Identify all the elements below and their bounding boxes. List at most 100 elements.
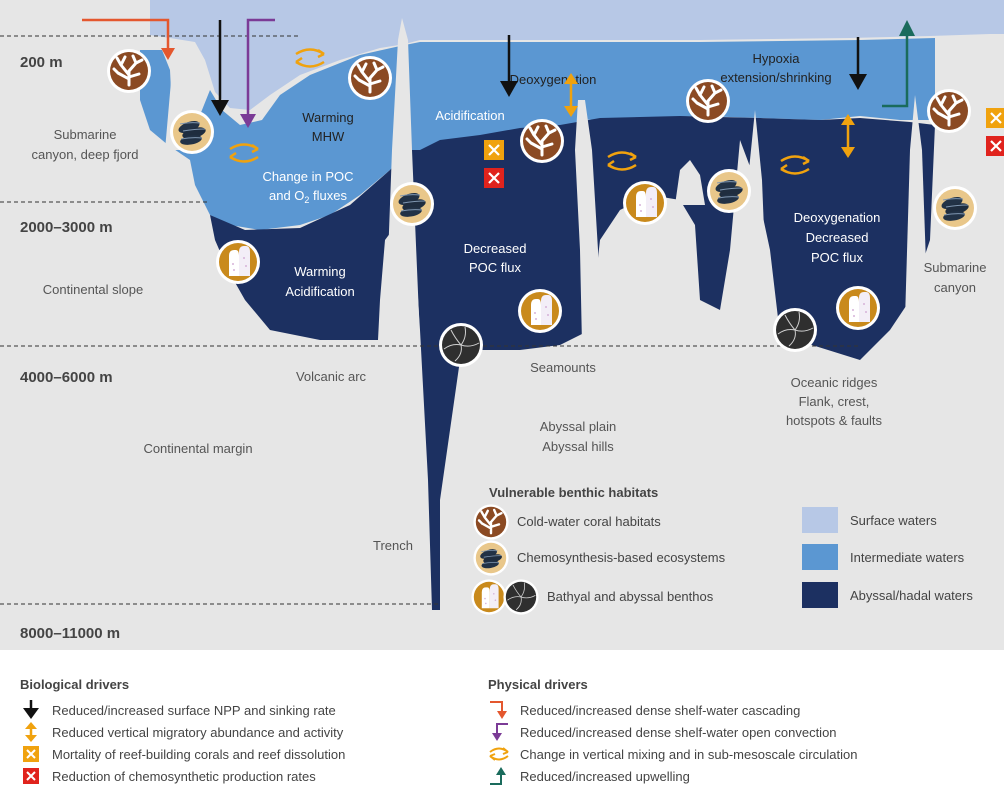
label-volcanic-arc: Volcanic arc: [296, 369, 367, 384]
habitats-legend-title: Vulnerable benthic habitats: [489, 485, 658, 500]
legend-row-cascading: Reduced/increased dense shelf-water casc…: [488, 699, 988, 721]
label-abyssal-hills: Abyssal hills: [542, 439, 614, 454]
label-submarine-canyon-right: Submarine: [924, 260, 987, 275]
label-hypoxia: Hypoxia: [753, 51, 801, 66]
depth-label-200: 200 m: [20, 54, 63, 71]
biological-drivers-title: Biological drivers: [20, 677, 130, 692]
legend-row-coral-mortality: Mortality of reef-building corals and re…: [20, 743, 460, 765]
down-arrow-icon: [23, 700, 39, 719]
npp-arrow-3: [849, 37, 867, 90]
depth-label-2000: 2000–3000 m: [20, 219, 113, 236]
cold-water-coral-icon: [518, 117, 566, 165]
cold-water-coral-icon: [346, 54, 394, 102]
label-flank-crest: Flank, crest,: [799, 394, 870, 409]
seamount-peak: [575, 100, 600, 345]
coral-mortality-marker: [484, 140, 504, 160]
abyssal-waters: [210, 116, 935, 610]
label-deep-fjord: canyon, deep fjord: [32, 147, 139, 162]
legend-convection-label: Reduced/increased dense shelf-water open…: [520, 724, 837, 740]
legend-row-mixing: Change in vertical mixing and in sub-mes…: [488, 743, 988, 765]
legend-mixing-label: Change in vertical mixing and in sub-mes…: [520, 746, 858, 762]
legend-intermediate-label: Intermediate waters: [850, 550, 965, 565]
surface-waters: [150, 0, 1004, 110]
ridge-peak-2: [740, 110, 768, 330]
label-canyon-right: canyon: [934, 280, 976, 295]
legend-urchin-icon: [502, 579, 539, 615]
legend-chemosynthetic-label: Reduction of chemosynthetic production r…: [52, 768, 316, 784]
physical-drivers-legend: Physical drivers Reduced/increased dense…: [488, 655, 988, 787]
label-warming-2: Warming: [294, 264, 346, 279]
drivers-legend: Biological drivers Reduced/increased sur…: [0, 655, 1004, 811]
label-o2-fluxes: and O2 fluxes: [269, 188, 348, 205]
benthos-urchin-icon: [438, 322, 484, 368]
legend-row-convection: Reduced/increased dense shelf-water open…: [488, 721, 988, 743]
label-oceanic-ridges: Oceanic ridges: [791, 375, 878, 390]
label-mhw: MHW: [312, 129, 345, 144]
chemosynthesis-marker: [484, 168, 504, 188]
cold-water-coral-icon: [105, 47, 153, 95]
label-abyssal-plain: Abyssal plain: [540, 419, 617, 434]
legend-upwelling-label: Reduced/increased upwelling: [520, 768, 690, 784]
label-continental-slope: Continental slope: [43, 282, 143, 297]
label-deoxygenation: Deoxygenation: [510, 72, 597, 87]
benthos-sponge-icon: [623, 181, 667, 225]
label-acidification: Acidification: [435, 108, 504, 123]
npp-arrow-1: [211, 20, 229, 116]
label-decreased: Decreased: [464, 241, 527, 256]
coral-mortality-marker-right: [986, 108, 1004, 128]
legend-row-migration: Reduced vertical migratory abundance and…: [20, 721, 460, 743]
benthos-sponge-icon: [518, 289, 562, 333]
label-continental-margin: Continental margin: [143, 441, 252, 456]
double-arrow-icon: [25, 722, 37, 742]
legend-row-chemosynthetic: Reduction of chemosynthetic production r…: [20, 765, 460, 787]
legend-abyssal-swatch: [802, 582, 838, 608]
label-change-poc: Change in POC: [262, 169, 353, 184]
cold-water-coral-icon: [684, 77, 732, 125]
label-hotspots-faults: hotspots & faults: [786, 413, 883, 428]
biological-drivers-legend: Biological drivers Reduced/increased sur…: [20, 655, 460, 787]
chemosynthesis-icon: [389, 181, 435, 227]
legend-row-upwelling: Reduced/increased upwelling: [488, 765, 988, 787]
depth-label-8000: 8000–11000 m: [20, 625, 120, 642]
legend-chemosynthesis-icon: [472, 540, 510, 576]
label-poc-flux-2: POC flux: [811, 250, 864, 265]
label-warming: Warming: [302, 110, 354, 125]
red-x-icon: [23, 768, 39, 784]
label-deoxygenation-2: Deoxygenation: [794, 210, 881, 225]
legend-coral-label: Cold-water coral habitats: [517, 514, 661, 529]
npp-arrow-2: [500, 35, 518, 97]
shelf-cascading-arrow: [82, 18, 175, 60]
legend-chemosynthesis-label: Chemosynthesis-based ecosystems: [517, 550, 726, 565]
chemosynthesis-icon: [932, 185, 978, 231]
open-convection-arrow: [240, 18, 275, 128]
label-seamounts: Seamounts: [530, 360, 596, 375]
label-decreased-2: Decreased: [806, 230, 869, 245]
convection-arrow-icon: [492, 723, 508, 741]
label-submarine-canyon: Submarine: [54, 127, 117, 142]
orange-x-icon: [23, 746, 39, 762]
legend-surface-label: Surface waters: [850, 513, 937, 528]
label-extension-shrinking: extension/shrinking: [720, 70, 831, 85]
mixing-arrows-icon: [489, 747, 509, 761]
cold-water-coral-icon: [925, 87, 973, 135]
benthos-sponge-icon: [836, 286, 880, 330]
chemosynthesis-icon: [706, 168, 752, 214]
canyon-right-peak: [905, 95, 928, 320]
benthos-sponge-icon: [216, 240, 260, 284]
legend-abyssal-label: Abyssal/hadal waters: [850, 588, 973, 603]
label-trench: Trench: [373, 538, 413, 553]
upwelling-arrow: [882, 20, 915, 108]
depth-label-4000: 4000–6000 m: [20, 369, 113, 386]
legend-coral-mortality-label: Mortality of reef-building corals and re…: [52, 746, 346, 762]
legend-sponge-icon: [471, 579, 507, 615]
legend-intermediate-swatch: [802, 544, 838, 570]
legend-surface-swatch: [802, 507, 838, 533]
legend-cascading-label: Reduced/increased dense shelf-water casc…: [520, 702, 801, 718]
legend-row-npp: Reduced/increased surface NPP and sinkin…: [20, 699, 460, 721]
physical-drivers-title: Physical drivers: [488, 677, 588, 692]
upwelling-arrow-icon: [490, 767, 506, 785]
legend-migration-label: Reduced vertical migratory abundance and…: [52, 724, 344, 740]
label-acidification-2: Acidification: [285, 284, 354, 299]
benthos-urchin-icon: [772, 307, 818, 353]
legend-benthos-label: Bathyal and abyssal benthos: [547, 589, 714, 604]
